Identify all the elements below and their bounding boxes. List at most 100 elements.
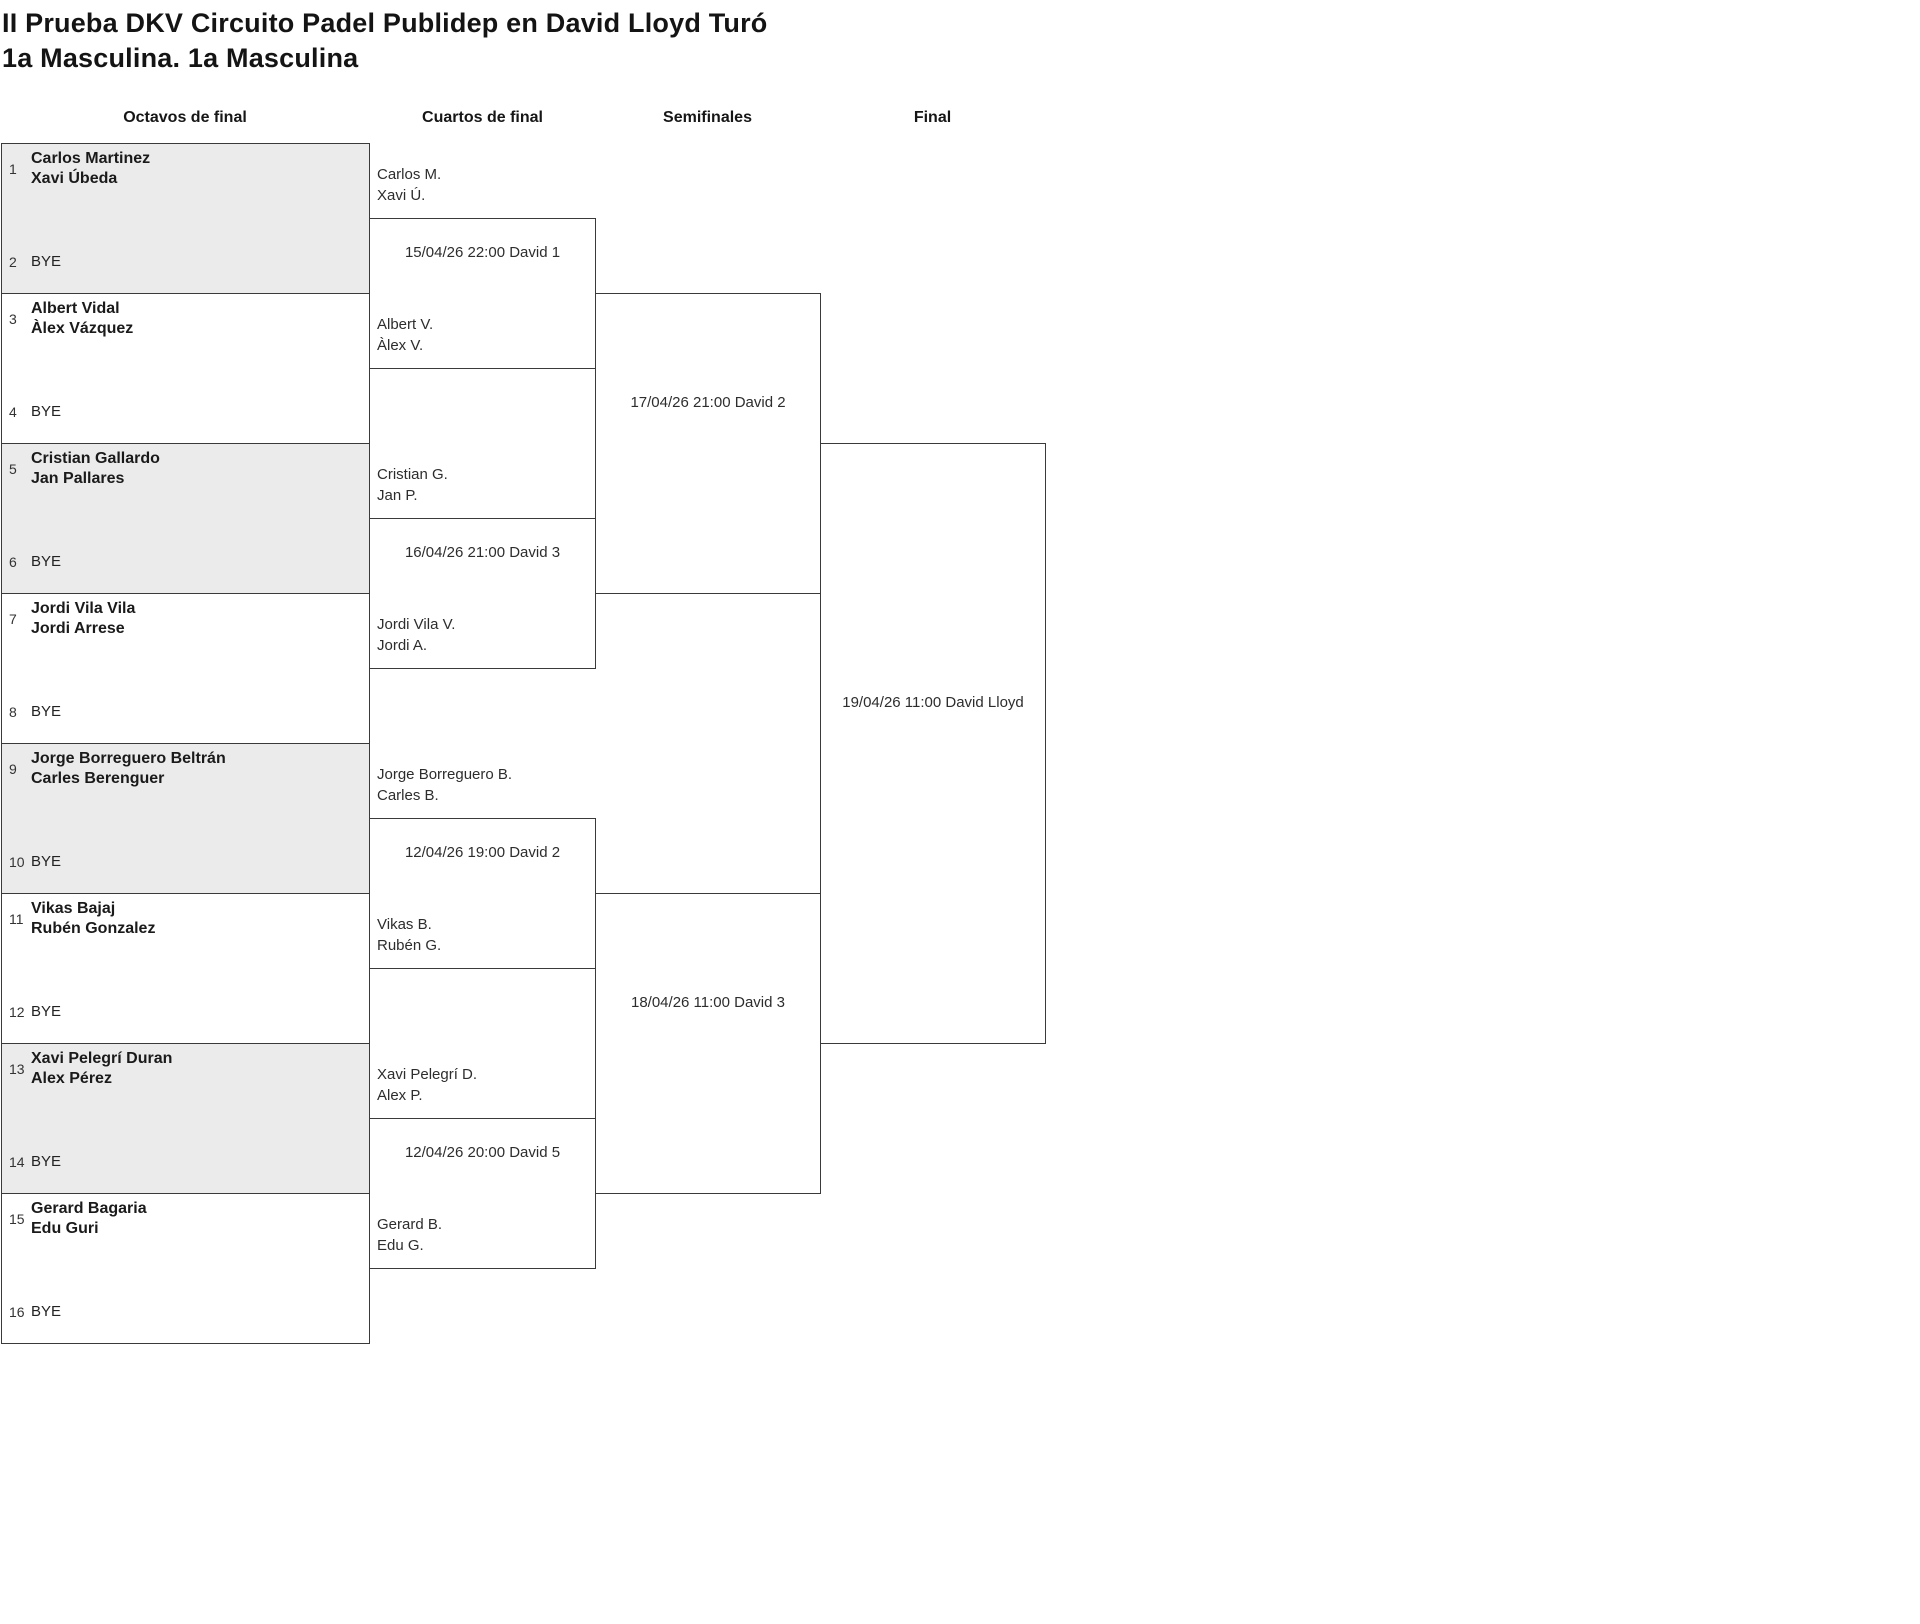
- player-name: Jorge Borreguero B.: [377, 766, 513, 783]
- seed-number: 11: [9, 911, 24, 927]
- player-name: Albert Vidal: [31, 300, 120, 317]
- player-name: Jordi A.: [377, 637, 428, 654]
- qf-entrant-label: Xavi Pelegrí D. Alex P.: [377, 1064, 591, 1106]
- bye-label: BYE: [31, 1153, 62, 1170]
- match-box-r16-8[interactable]: 15 Gerard Bagaria Edu Guri 16 BYE: [1, 1193, 370, 1344]
- team-slot[interactable]: 10 BYE: [2, 852, 369, 893]
- player-name: Albert V.: [377, 316, 434, 333]
- player-name: Cristian Gallardo: [31, 450, 160, 467]
- match-schedule-qf-3: 12/04/26 19:00 David 2: [404, 844, 561, 861]
- bye-label: BYE: [31, 403, 62, 420]
- team-names: Jordi Vila Vila Jordi Arrese: [31, 599, 135, 639]
- player-name: Xavi Pelegrí D.: [377, 1066, 478, 1083]
- bye-label: BYE: [31, 1303, 62, 1320]
- player-name: Edu Guri: [31, 1220, 99, 1237]
- team-slot[interactable]: 8 BYE: [2, 702, 369, 743]
- match-schedule-final: 19/04/26 11:00 David Lloyd: [842, 694, 1024, 711]
- player-name: Àlex V.: [377, 337, 424, 354]
- team-names: Xavi Pelegrí Duran Alex Pérez: [31, 1049, 172, 1089]
- seed-number: 14: [9, 1154, 25, 1170]
- player-name: Gerard Bagaria: [31, 1200, 147, 1217]
- seed-number: 10: [9, 854, 25, 870]
- bye-label: BYE: [31, 853, 62, 870]
- bye-label: BYE: [31, 1003, 62, 1020]
- player-name: Xavi Pelegrí Duran: [31, 1050, 173, 1067]
- team-slot[interactable]: 11 Vikas Bajaj Rubén Gonzalez: [2, 894, 369, 939]
- team-slot[interactable]: 3 Albert Vidal Àlex Vázquez: [2, 294, 369, 339]
- player-name: Rubén Gonzalez: [31, 920, 156, 937]
- qf-entrant-label: Jorge Borreguero B. Carles B.: [377, 764, 591, 806]
- player-name: Vikas Bajaj: [31, 900, 116, 917]
- seed-number: 7: [9, 611, 17, 627]
- player-name: Vikas B.: [377, 916, 432, 933]
- player-name: Carles Berenguer: [31, 770, 165, 787]
- team-names: Vikas Bajaj Rubén Gonzalez: [31, 899, 155, 939]
- seed-number: 8: [9, 704, 17, 720]
- category-subtitle: 1a Masculina. 1a Masculina: [2, 43, 359, 73]
- team-slot[interactable]: 5 Cristian Gallardo Jan Pallares: [2, 444, 369, 489]
- player-name: Carlos M.: [377, 166, 442, 183]
- player-name: Edu G.: [377, 1237, 424, 1254]
- team-names: Albert Vidal Àlex Vázquez: [31, 299, 133, 339]
- team-slot[interactable]: 6 BYE: [2, 552, 369, 593]
- team-slot[interactable]: 9 Jorge Borreguero Beltrán Carles Bereng…: [2, 744, 369, 789]
- seed-number: 12: [9, 1004, 25, 1020]
- match-box-sf-1[interactable]: [595, 293, 821, 594]
- player-name: Jan P.: [377, 487, 418, 504]
- match-box-final[interactable]: [820, 443, 1046, 1044]
- match-box-r16-7[interactable]: 13 Xavi Pelegrí Duran Alex Pérez 14 BYE: [1, 1043, 370, 1194]
- player-name: Gerard B.: [377, 1216, 443, 1233]
- match-box-r16-4[interactable]: 7 Jordi Vila Vila Jordi Arrese 8 BYE: [1, 593, 370, 744]
- round-header-final: Final: [913, 109, 952, 126]
- qf-entrant-label: Jordi Vila V. Jordi A.: [377, 614, 591, 656]
- team-names: Carlos Martinez Xavi Úbeda: [31, 149, 150, 189]
- match-box-sf-2[interactable]: [595, 893, 821, 1194]
- qf-entrant-label: Albert V. Àlex V.: [377, 314, 591, 356]
- round-header-semifinales: Semifinales: [663, 109, 752, 126]
- round-header-cuartos: Cuartos de final: [422, 109, 543, 126]
- player-name: Carles B.: [377, 787, 439, 804]
- match-box-r16-1[interactable]: 1 Carlos Martinez Xavi Úbeda 2 BYE: [1, 143, 370, 294]
- match-schedule-sf-2: 18/04/26 11:00 David 3: [630, 994, 785, 1011]
- match-schedule-qf-1: 15/04/26 22:00 David 1: [404, 244, 561, 261]
- match-schedule-qf-4: 12/04/26 20:00 David 5: [404, 1144, 561, 1161]
- seed-number: 13: [9, 1061, 25, 1077]
- qf-entrant-label: Carlos M. Xavi Ú.: [377, 164, 591, 206]
- player-name: Jan Pallares: [31, 470, 125, 487]
- seed-number: 9: [9, 761, 17, 777]
- team-slot[interactable]: 13 Xavi Pelegrí Duran Alex Pérez: [2, 1044, 369, 1089]
- player-name: Àlex Vázquez: [31, 320, 134, 337]
- match-box-r16-2[interactable]: 3 Albert Vidal Àlex Vázquez 4 BYE: [1, 293, 370, 444]
- team-slot[interactable]: 14 BYE: [2, 1152, 369, 1193]
- bye-label: BYE: [31, 553, 62, 570]
- match-schedule-qf-2: 16/04/26 21:00 David 3: [404, 544, 561, 561]
- player-name: Carlos Martinez: [31, 150, 151, 167]
- seed-number: 5: [9, 461, 17, 477]
- tournament-title: II Prueba DKV Circuito Padel Publidep en…: [2, 8, 768, 38]
- match-box-r16-3[interactable]: 5 Cristian Gallardo Jan Pallares 6 BYE: [1, 443, 370, 594]
- player-name: Jordi Arrese: [31, 620, 125, 637]
- team-slot[interactable]: 12 BYE: [2, 1002, 369, 1043]
- seed-number: 6: [9, 554, 17, 570]
- seed-number: 15: [9, 1211, 25, 1227]
- team-slot[interactable]: 4 BYE: [2, 402, 369, 443]
- player-name: Alex Pérez: [31, 1070, 112, 1087]
- player-name: Xavi Úbeda: [31, 170, 118, 187]
- seed-number: 16: [9, 1304, 25, 1320]
- team-names: Cristian Gallardo Jan Pallares: [31, 449, 160, 489]
- team-slot[interactable]: 15 Gerard Bagaria Edu Guri: [2, 1194, 369, 1239]
- team-slot[interactable]: 16 BYE: [2, 1302, 369, 1343]
- team-names: Gerard Bagaria Edu Guri: [31, 1199, 147, 1239]
- bye-label: BYE: [31, 253, 62, 270]
- player-name: Cristian G.: [377, 466, 448, 483]
- match-box-r16-5[interactable]: 9 Jorge Borreguero Beltrán Carles Bereng…: [1, 743, 370, 894]
- match-box-r16-6[interactable]: 11 Vikas Bajaj Rubén Gonzalez 12 BYE: [1, 893, 370, 1044]
- team-slot[interactable]: 2 BYE: [2, 252, 369, 293]
- player-name: Jordi Vila V.: [377, 616, 456, 633]
- team-slot[interactable]: 7 Jordi Vila Vila Jordi Arrese: [2, 594, 369, 639]
- team-slot[interactable]: 1 Carlos Martinez Xavi Úbeda: [2, 144, 369, 189]
- team-names: Jorge Borreguero Beltrán Carles Berengue…: [31, 749, 226, 789]
- qf-entrant-label: Cristian G. Jan P.: [377, 464, 591, 506]
- player-name: Rubén G.: [377, 937, 442, 954]
